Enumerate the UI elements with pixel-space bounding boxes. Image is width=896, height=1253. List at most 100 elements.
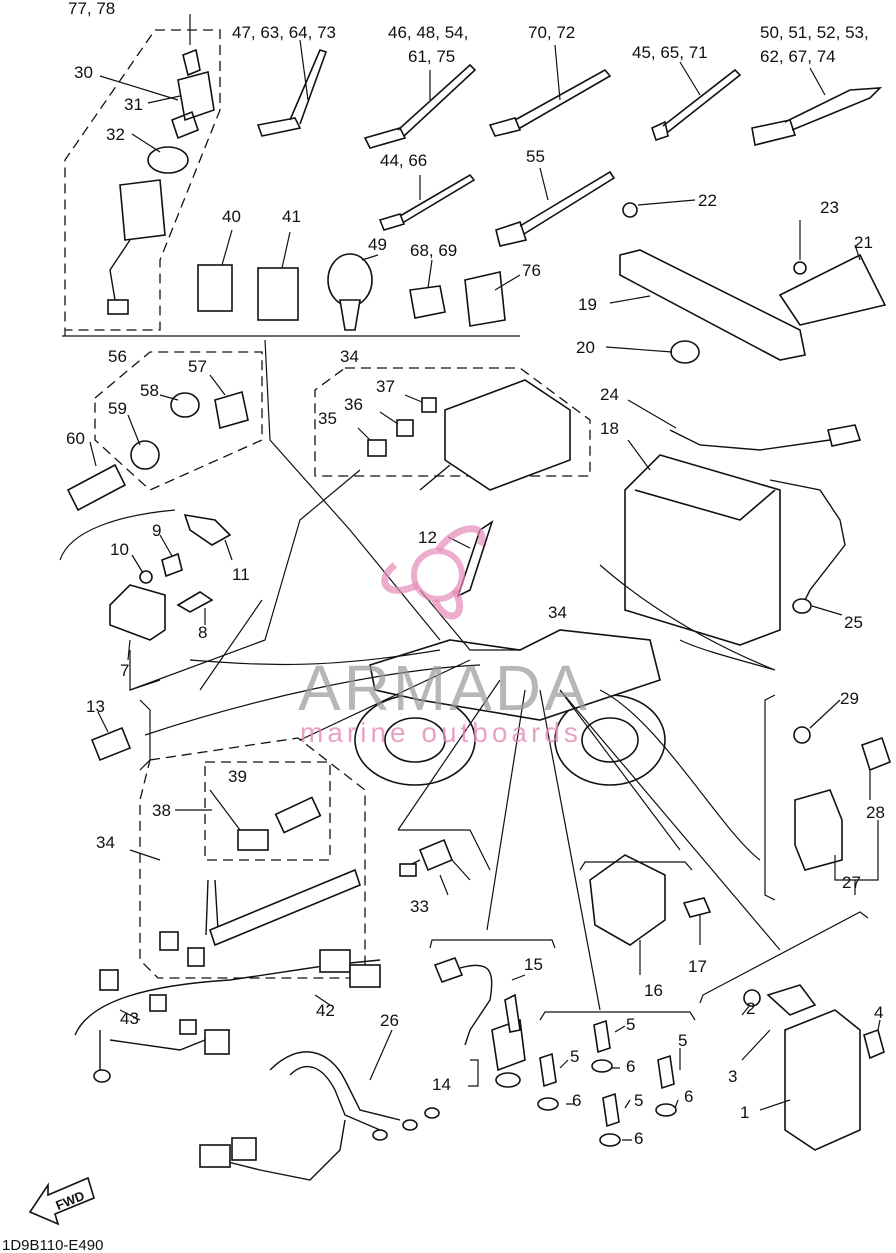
- screw-15-icon: [504, 993, 521, 1033]
- diagram-code: 1D9B110-E490: [2, 1237, 103, 1253]
- bolt-17-icon: [682, 897, 712, 918]
- switch-33-icon: [418, 838, 454, 872]
- battery-assembly: [624, 399, 862, 646]
- bolt-5d-icon: [602, 1092, 620, 1128]
- callout-23: 23: [820, 198, 839, 217]
- callout-28: 28: [866, 803, 885, 822]
- watermark-brand: ARMADA: [298, 652, 590, 724]
- fuse-36-icon: [396, 419, 414, 437]
- battery-cover-icon: [778, 253, 887, 326]
- bolts-washers-group: [537, 1011, 696, 1147]
- battery-band-icon: [619, 249, 806, 361]
- callout-61-75: 61, 75: [408, 47, 455, 66]
- coupler-43c-icon: [179, 1019, 197, 1035]
- bolt-22-icon: [622, 202, 638, 218]
- callout-20: 20: [576, 338, 595, 357]
- bolt-2-icon: [743, 989, 761, 1007]
- callout-22: 22: [698, 191, 717, 210]
- callout-55: 55: [526, 147, 545, 166]
- callout-34-fusebox: 34: [340, 347, 359, 366]
- callout-34-center: 34: [548, 603, 567, 622]
- callout-44-66: 44, 66: [380, 151, 427, 170]
- connector-39-icon: [237, 829, 269, 851]
- callout-6-bottom: 6: [634, 1129, 643, 1148]
- socket-cover-60-icon: [66, 463, 127, 512]
- callout-58: 58: [140, 381, 159, 400]
- clamp-76-icon: [464, 271, 506, 327]
- callout-27: 27: [842, 873, 861, 892]
- fuse-box-icon: [444, 379, 571, 491]
- starter-cable-group: [199, 1029, 440, 1181]
- band-55-icon: [495, 170, 616, 247]
- thermo-switch-icon: [90, 726, 132, 762]
- callout-8: 8: [198, 623, 207, 642]
- terminal-26c-icon: [424, 1107, 440, 1119]
- socket-assembly: [66, 374, 249, 512]
- clamp-50-icon: [751, 87, 883, 146]
- relays-and-clips: [197, 229, 521, 331]
- callout-32: 32: [106, 125, 125, 144]
- callout-62-67-74: 62, 67, 74: [760, 47, 836, 66]
- battery-minus-lead-icon: [792, 598, 812, 614]
- relay-40-icon: [197, 264, 233, 312]
- hose-11-icon: [183, 513, 232, 546]
- bolt-5c-icon: [657, 1054, 675, 1090]
- callout-12: 12: [418, 528, 437, 547]
- callout-19: 19: [578, 295, 597, 314]
- sub-lead-39-icon: [274, 796, 322, 834]
- callout-39: 39: [228, 767, 247, 786]
- callout-5-top: 5: [626, 1015, 635, 1034]
- harness-routing-lines: [129, 339, 781, 1011]
- sensor-coupler-icon: [433, 956, 464, 984]
- starter-relay-group: [764, 694, 891, 901]
- coupler-a-icon: [159, 931, 179, 951]
- callout-25: 25: [844, 613, 863, 632]
- callout-6-right: 6: [684, 1087, 693, 1106]
- coupler-26b-icon: [231, 1137, 257, 1161]
- washer-6c-icon: [655, 1103, 677, 1117]
- callout-34-harness: 34: [96, 833, 115, 852]
- callout-5-right: 5: [678, 1031, 687, 1050]
- rectifier-group: [579, 854, 712, 975]
- cdi-unit-icon: [784, 1009, 861, 1151]
- callout-77-78: 77, 78: [68, 0, 115, 18]
- speed-sensor-group: [429, 939, 556, 1088]
- grommet-4-icon: [863, 1028, 885, 1060]
- coupler-43a-icon: [99, 969, 119, 991]
- callout-59: 59: [108, 399, 127, 418]
- callout-6-top: 6: [626, 1057, 635, 1076]
- starter-relay-icon: [794, 789, 843, 871]
- terminal-26b-icon: [402, 1119, 418, 1131]
- callout-38: 38: [152, 801, 171, 820]
- clamp-68-icon: [409, 285, 446, 319]
- atv-body-icon: [369, 629, 661, 721]
- callout-29: 29: [840, 689, 859, 708]
- fwd-arrow-icon: [28, 1176, 95, 1226]
- washer-6d-icon: [599, 1133, 621, 1147]
- callout-76: 76: [522, 261, 541, 280]
- nut-icon: [147, 146, 189, 174]
- fuse-box-assembly: [357, 379, 571, 491]
- relay-41-icon: [257, 267, 299, 321]
- screw-29-icon: [793, 726, 811, 744]
- callout-3: 3: [728, 1067, 737, 1086]
- callout-70-72: 70, 72: [528, 23, 575, 42]
- callout-labels: 77, 78 47, 63, 64, 73 46, 48, 54, 61, 75…: [66, 0, 885, 1148]
- socket-57-icon: [214, 390, 249, 430]
- callout-17: 17: [688, 957, 707, 976]
- callout-14: 14: [432, 1075, 451, 1094]
- watermark: ARMADA marine outboards: [298, 525, 590, 748]
- watermark-tagline: marine outboards: [300, 717, 582, 748]
- sensor-8-icon: [176, 591, 214, 613]
- switch-housing-icon: [119, 179, 166, 241]
- bolt-5b-icon: [539, 1052, 557, 1088]
- bolt-5a-icon: [593, 1019, 611, 1054]
- coupler-43d-icon: [204, 1029, 230, 1055]
- switch-33-group: [398, 829, 491, 896]
- coupler-26a-icon: [199, 1144, 231, 1168]
- callout-35: 35: [318, 409, 337, 428]
- terminal-43-icon: [93, 1069, 111, 1083]
- callout-24: 24: [600, 385, 619, 404]
